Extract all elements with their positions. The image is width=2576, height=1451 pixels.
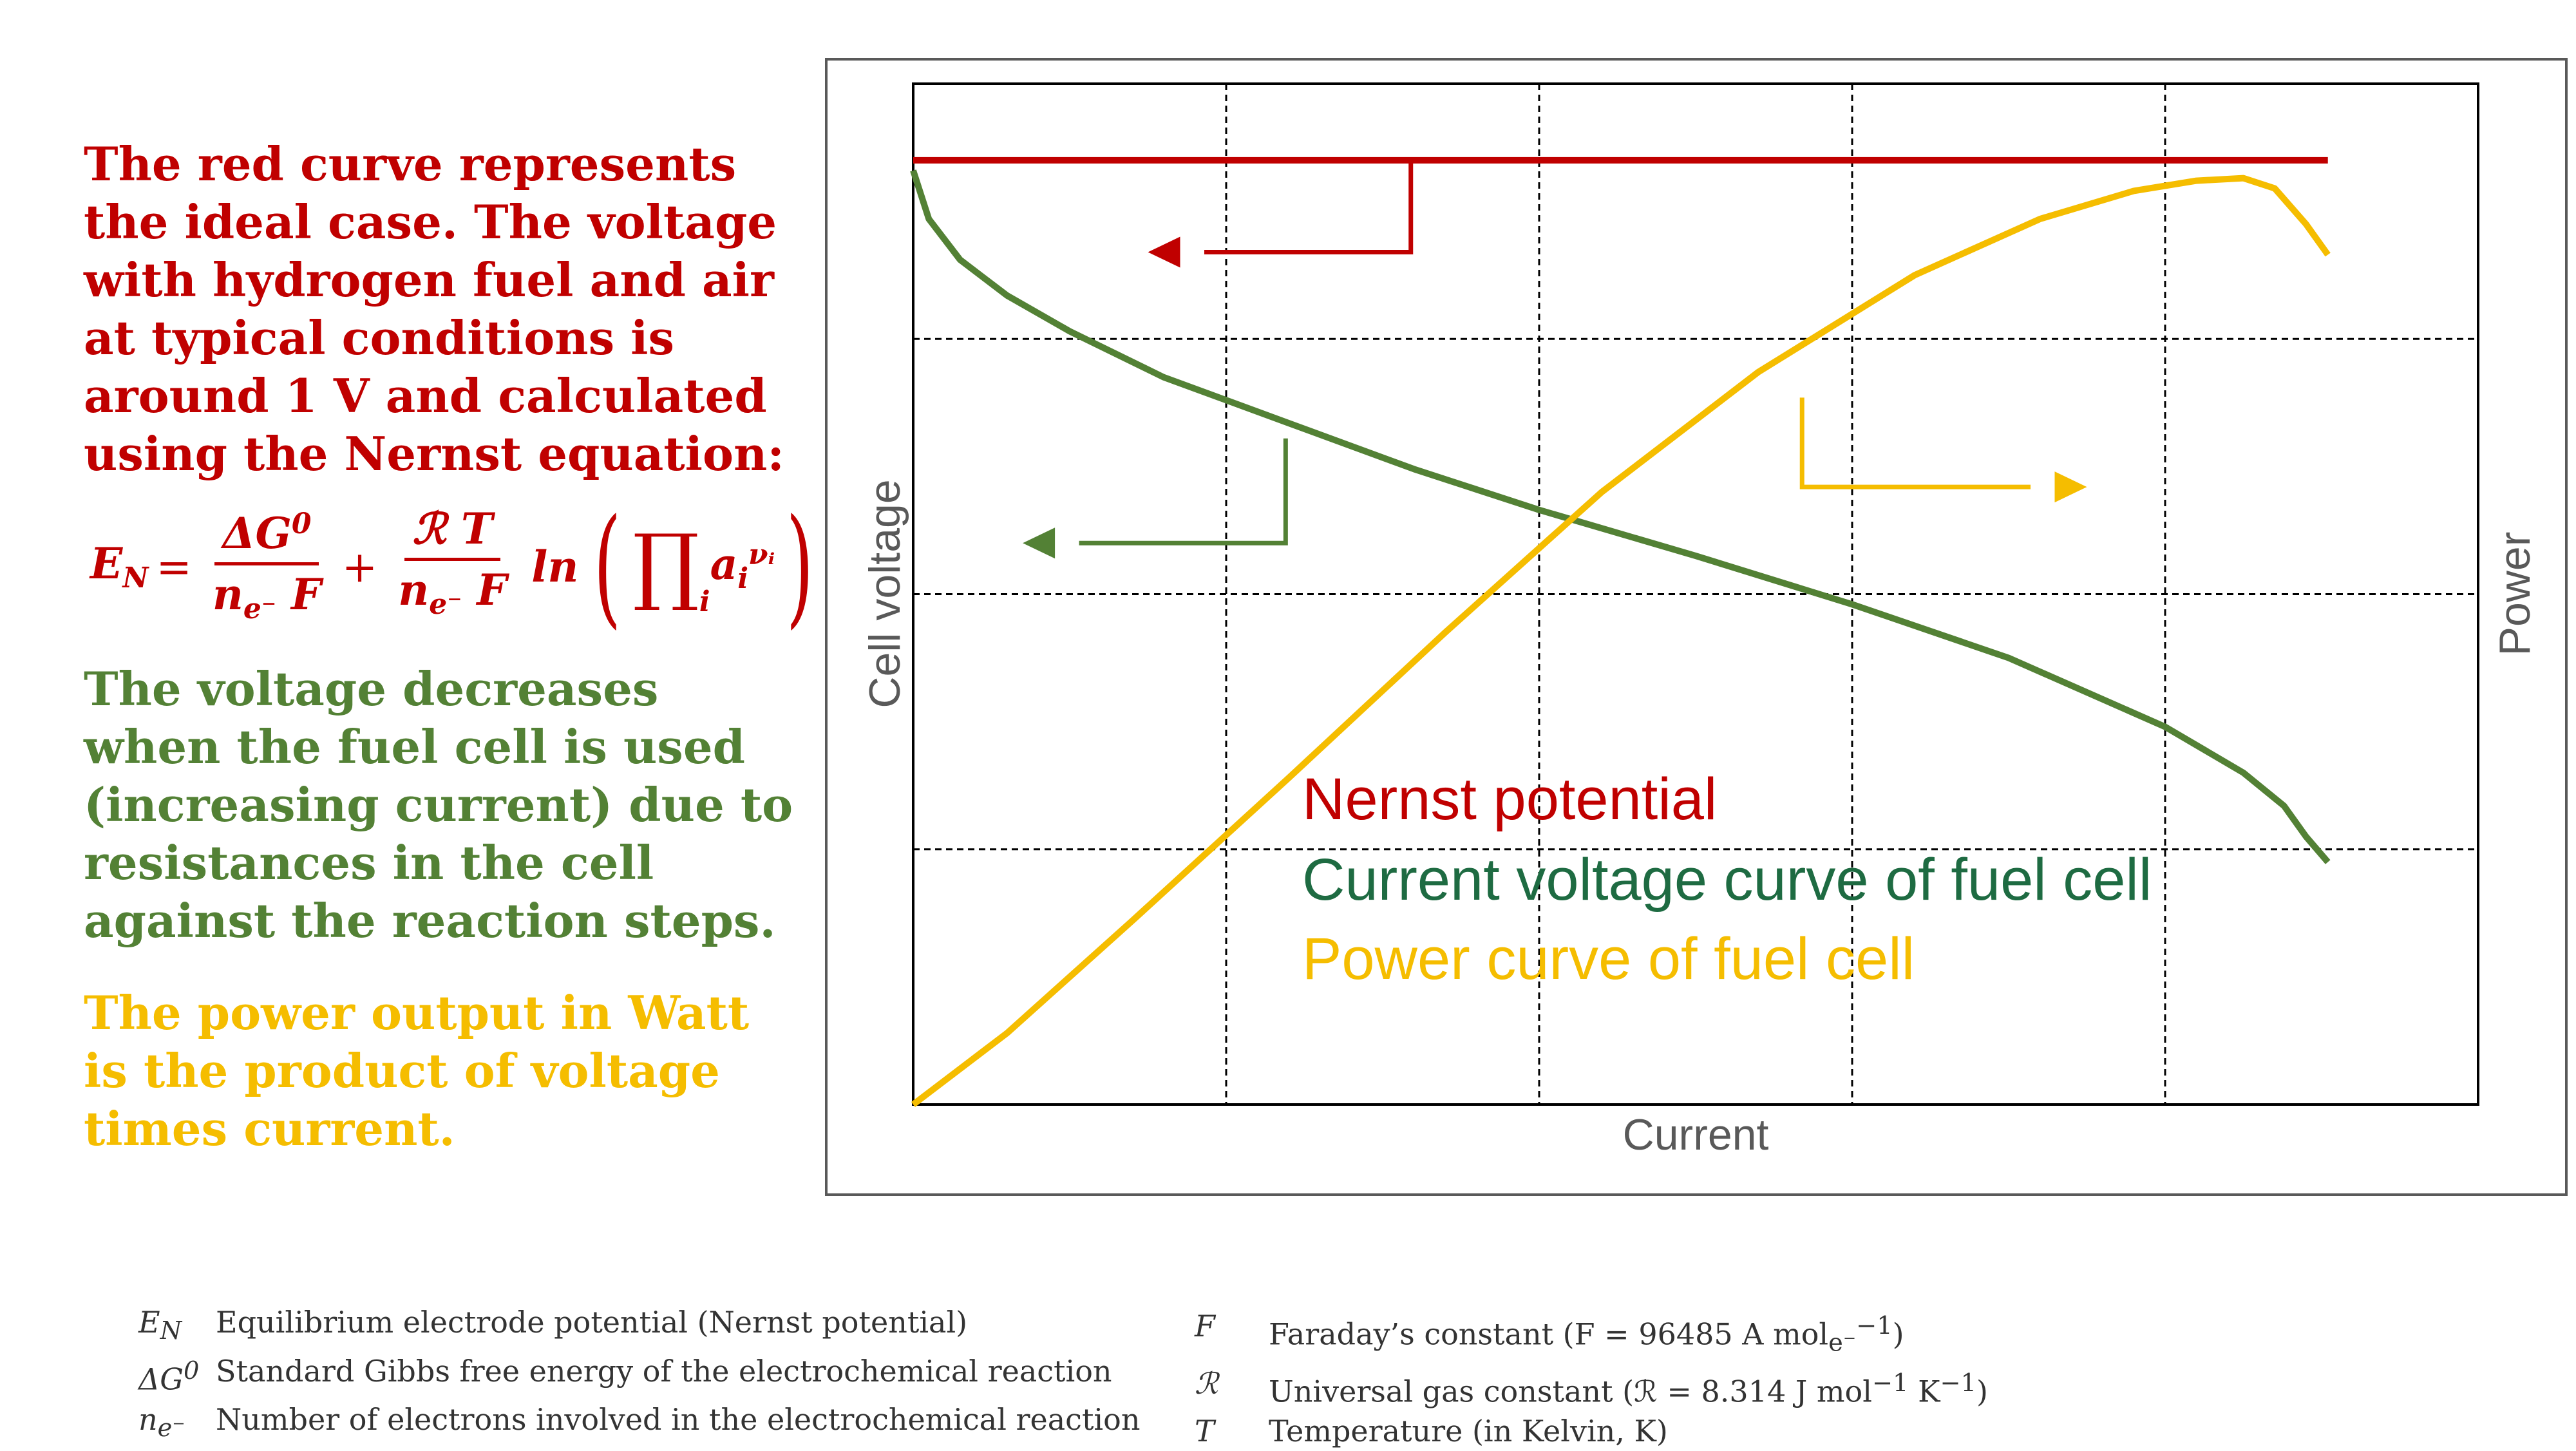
symbol-row: EN Equilibrium electrode potential (Nern…: [138, 1305, 968, 1346]
text-line: when the fuel cell is used: [84, 719, 745, 774]
nernst-axis-arrow: [1148, 160, 1414, 268]
legend-voltage-curve: Current voltage curve of fuel cell: [1302, 847, 2152, 913]
eq-product: ∏i: [632, 515, 710, 618]
text-line: with hydrogen fuel and air: [84, 252, 774, 307]
yellow-explanation: The power output in Watt is the product …: [84, 984, 799, 1158]
eq-lhs: EN: [90, 538, 149, 595]
text-line: The power output in Watt: [84, 985, 750, 1040]
series: [910, 156, 2331, 1107]
nernst-equation: EN = ΔG0 ne⁻ F + ℛ T ne⁻ F ln ( ∏i aiνᵢ …: [90, 491, 814, 641]
text-line: around 1 V and calculated: [84, 368, 767, 423]
text-line: is the product of voltage: [84, 1043, 720, 1098]
arrow-head: [1023, 527, 1056, 559]
text-line: The voltage decreases: [84, 661, 659, 716]
text-line: the ideal case. The voltage: [84, 194, 777, 249]
arrow-shaft: [1799, 397, 2031, 489]
x-axis-label: Current: [1623, 1110, 1769, 1159]
annotation-arrows: [1023, 160, 2087, 559]
symbol-row: ℛ Universal gas constant (ℛ = 8.314 J mo…: [1195, 1365, 1988, 1408]
symbol-legend-left: EN Equilibrium electrode potential (Nern…: [138, 1302, 1140, 1448]
text-line: (increasing current) due to: [84, 777, 793, 832]
text-line: The red curve represents: [84, 137, 737, 191]
text-line: using the Nernst equation:: [84, 426, 784, 481]
eq-plus: +: [341, 542, 378, 592]
eq-fraction-2: ℛ T ne⁻ F: [398, 503, 507, 621]
arrow-head: [1148, 236, 1180, 268]
green-explanation: The voltage decreases when the fuel cell…: [84, 660, 811, 950]
symbol-row: ne⁻ Number of electrons involved in the …: [138, 1401, 1141, 1443]
eq-activity: aiνᵢ: [710, 538, 775, 596]
voltage-curve-line: [910, 169, 2331, 864]
legend-nernst: Nernst potential: [1302, 766, 1717, 832]
red-explanation: The red curve represents the ideal case.…: [84, 135, 805, 483]
symbol-legend-right: F Faraday’s constant (F = 96485 A mole⁻−…: [1195, 1306, 1988, 1451]
y-axis-label: Cell voltage: [860, 479, 909, 708]
text-line: against the reaction steps.: [84, 893, 776, 948]
eq-ln: ln: [531, 542, 579, 592]
arrow-head: [2054, 471, 2087, 503]
voltage-axis-arrow: [1023, 438, 1288, 559]
arrow-shaft: [1204, 160, 1414, 255]
power-curve-line: [911, 175, 2331, 1107]
symbol-row: F Faraday’s constant (F = 96485 A mole⁻−…: [1195, 1309, 1904, 1358]
arrow-shaft: [1079, 438, 1288, 545]
text-line: resistances in the cell: [84, 835, 654, 890]
text-line: at typical conditions is: [84, 310, 675, 365]
legend-power-curve: Power curve of fuel cell: [1302, 926, 1915, 992]
power-axis-arrow: [1799, 397, 2087, 503]
symbol-row: ΔG0 Standard Gibbs free energy of the el…: [138, 1354, 1112, 1397]
symbol-row: T Temperature (in Kelvin, K): [1195, 1413, 1668, 1448]
text-line: times current.: [84, 1101, 455, 1156]
eq-fraction-1: ΔG0 ne⁻ F: [205, 499, 329, 634]
eq-equals: =: [156, 542, 192, 592]
y2-axis-label: Power: [2490, 532, 2539, 656]
